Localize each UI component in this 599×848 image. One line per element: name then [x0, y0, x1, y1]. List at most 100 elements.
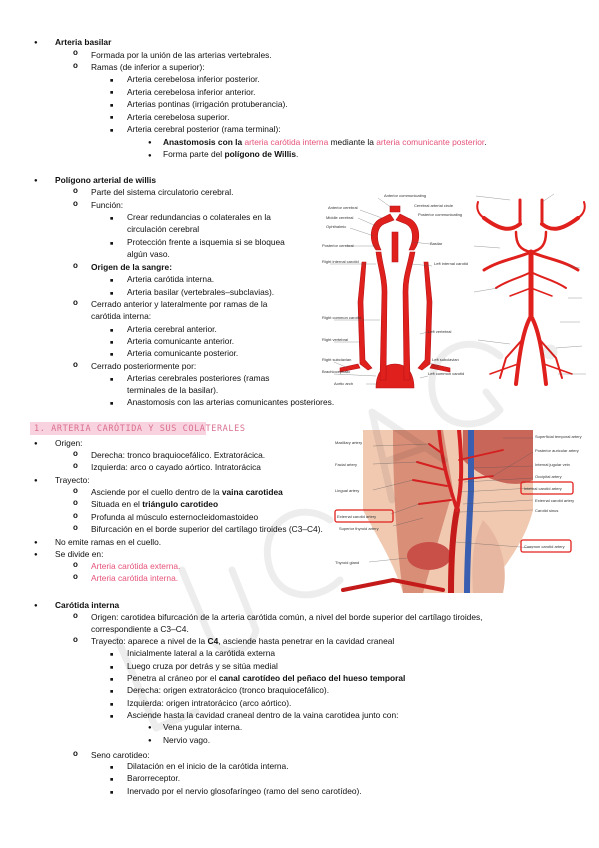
fig3-label: Carotid sinus — [535, 508, 558, 513]
bullet — [110, 686, 113, 698]
bullet — [110, 699, 113, 711]
internal-title: Carótida interna — [55, 600, 120, 610]
basilar-branch: Arterias pontinas (irrigación protuberan… — [127, 99, 288, 109]
bullet — [34, 537, 38, 549]
carotid-origin: Origen: — [55, 438, 83, 448]
bullet — [148, 137, 152, 149]
bullet — [73, 571, 78, 584]
fig3-label: Maxillary artery — [335, 440, 362, 445]
bullet — [73, 359, 78, 372]
carotid-c1: Asciende por el cuello dentro de la vain… — [91, 487, 283, 497]
bullet — [110, 87, 113, 99]
internal-t3: Penetra al cráneo por el canal carotídeo… — [127, 673, 406, 683]
willis-a1: Arteria cerebral anterior. — [127, 324, 217, 334]
bullet — [110, 787, 113, 799]
bullet — [34, 600, 38, 612]
fig1-label: Left subclavian — [432, 357, 459, 362]
fig3-label: External carotid artery — [337, 514, 376, 519]
internal-s2: Barorreceptor. — [127, 773, 181, 783]
carotid-c4: Bifurcación en el borde superior del car… — [91, 524, 323, 534]
internal-t5: Izquierda: origen intratorácico (arco aó… — [127, 698, 292, 708]
bullet — [34, 475, 38, 487]
bullet — [110, 275, 113, 287]
bullet — [110, 398, 113, 410]
willis-title: Polígono arterial de willis — [55, 175, 156, 185]
basilar-title: Arteria basilar — [55, 37, 112, 47]
fig3-label: Occipital artery — [535, 474, 562, 479]
fig1-label: Posterior cerebral — [322, 243, 354, 248]
carotid-o2: Izquierda: arco o cayado aórtico. Intrat… — [91, 462, 261, 472]
bullet — [110, 238, 113, 250]
bullet — [73, 522, 78, 535]
internal-t1: Inicialmente lateral a la carótida exter… — [127, 648, 276, 658]
internal-origin-b: correspondiente a C3–C4. — [91, 624, 189, 634]
bullet — [110, 213, 113, 225]
bullet — [73, 47, 78, 60]
willis-f1a: Crear redundancias o colaterales en la — [127, 212, 271, 222]
bullet — [73, 748, 78, 761]
fig3-label: Superior thyroid artery — [339, 526, 379, 531]
willis-pp2: Anastomosis con las arterias comunicante… — [127, 397, 335, 407]
willis-p1: Parte del sistema circulatorio cerebral. — [91, 187, 234, 197]
bullet — [110, 112, 113, 124]
bullet — [110, 125, 113, 137]
fig1-label: Anterior cerebral — [328, 205, 358, 210]
willis-origin: Origen de la sangre: — [91, 262, 172, 272]
willis-ant-b: carótida interna: — [91, 311, 152, 321]
willis-f1b: circulación cerebral — [127, 224, 200, 234]
carotid-c3: Profunda al músculo esternocleidomastoid… — [91, 512, 259, 522]
internal-t4: Derecha: origen extratorácico (tronco br… — [127, 685, 330, 695]
internal-s3: Inervado por el nervio glosofaríngeo (ra… — [127, 786, 362, 796]
fig1-label: Cerebral arterial circle — [414, 203, 454, 208]
willis-part-line: Forma parte del polígono de Willis. — [163, 149, 299, 159]
fig1-label: Posterior communicating — [418, 212, 462, 217]
willis-pp1a: Arterias cerebrales posteriores (ramas — [127, 373, 270, 383]
carotid-o1: Derecha: tronco braquiocefálico. Extrato… — [91, 450, 266, 460]
bullet — [110, 774, 113, 786]
basilar-branches: Ramas (de inferior a superior): — [91, 62, 205, 72]
bullet — [34, 175, 38, 187]
section-heading-bg — [30, 422, 206, 435]
bullet — [73, 185, 78, 198]
willis-a2: Arteria comunicante anterior. — [127, 336, 235, 346]
fig1-label: Left vertebral — [428, 329, 451, 334]
fig1-label: Right internal carotid — [322, 259, 359, 264]
bullet — [110, 674, 113, 686]
bullet — [110, 762, 113, 774]
fig1-label: Basilar — [430, 241, 443, 246]
bullet — [148, 150, 152, 162]
fig3-label: Common carotid artery — [524, 544, 565, 549]
willis-f2a: Protección frente a isquemia si se bloqu… — [127, 237, 285, 247]
fig1-label: Aortic arch — [334, 381, 353, 386]
basilar-branch: Arteria cerebral posterior (rama termina… — [127, 124, 281, 134]
section-heading: 1. ARTERIA CARÓTIDA Y SUS COLATERALES — [34, 424, 246, 434]
willis-o1: Arteria carótida interna. — [127, 274, 215, 284]
fig1-label: Right subclavian — [322, 357, 351, 362]
bullet — [148, 722, 152, 734]
fig3-label: Superficial temporal artery — [535, 434, 582, 439]
fig1-label: Left common carotid — [428, 371, 464, 376]
willis-a3: Arteria comunicante posterior. — [127, 348, 239, 358]
bullet — [34, 438, 38, 450]
bullet — [73, 198, 78, 211]
neck-carotid-figure: Maxillary artery Facial artery Lingual a… — [334, 430, 582, 593]
bullet — [73, 610, 78, 623]
fig1-label: Left internal carotid — [434, 261, 468, 266]
bullet — [110, 649, 113, 661]
carotid-no-branches: No emite ramas en el cuello. — [55, 537, 162, 547]
arterial-anatomy-figure: Anterior communicating Anterior cerebral… — [322, 193, 468, 389]
bullet — [110, 100, 113, 112]
anastomosis-line: Anastomosis con la arteria carótida inte… — [163, 137, 487, 147]
fig1-label: Brachiocephalic — [322, 369, 350, 374]
bullet — [148, 735, 152, 747]
external-carotid: Arteria carótida externa. — [91, 561, 181, 571]
basilar-branch: Arteria cerebelosa inferior anterior. — [127, 87, 256, 97]
carotid-course: Trayecto: — [55, 475, 90, 485]
basilar-branch: Arteria cerebelosa inferior posterior. — [127, 74, 260, 84]
fig3-label: External carotid artery — [535, 498, 574, 503]
willis-f2b: algún vaso. — [127, 249, 170, 259]
fig1-label: Right common carotid — [322, 315, 361, 320]
fig3-label: Posterior auricular artery — [535, 448, 579, 453]
internal-sinus: Seno carotideo: — [91, 750, 150, 760]
bullet — [73, 260, 78, 273]
